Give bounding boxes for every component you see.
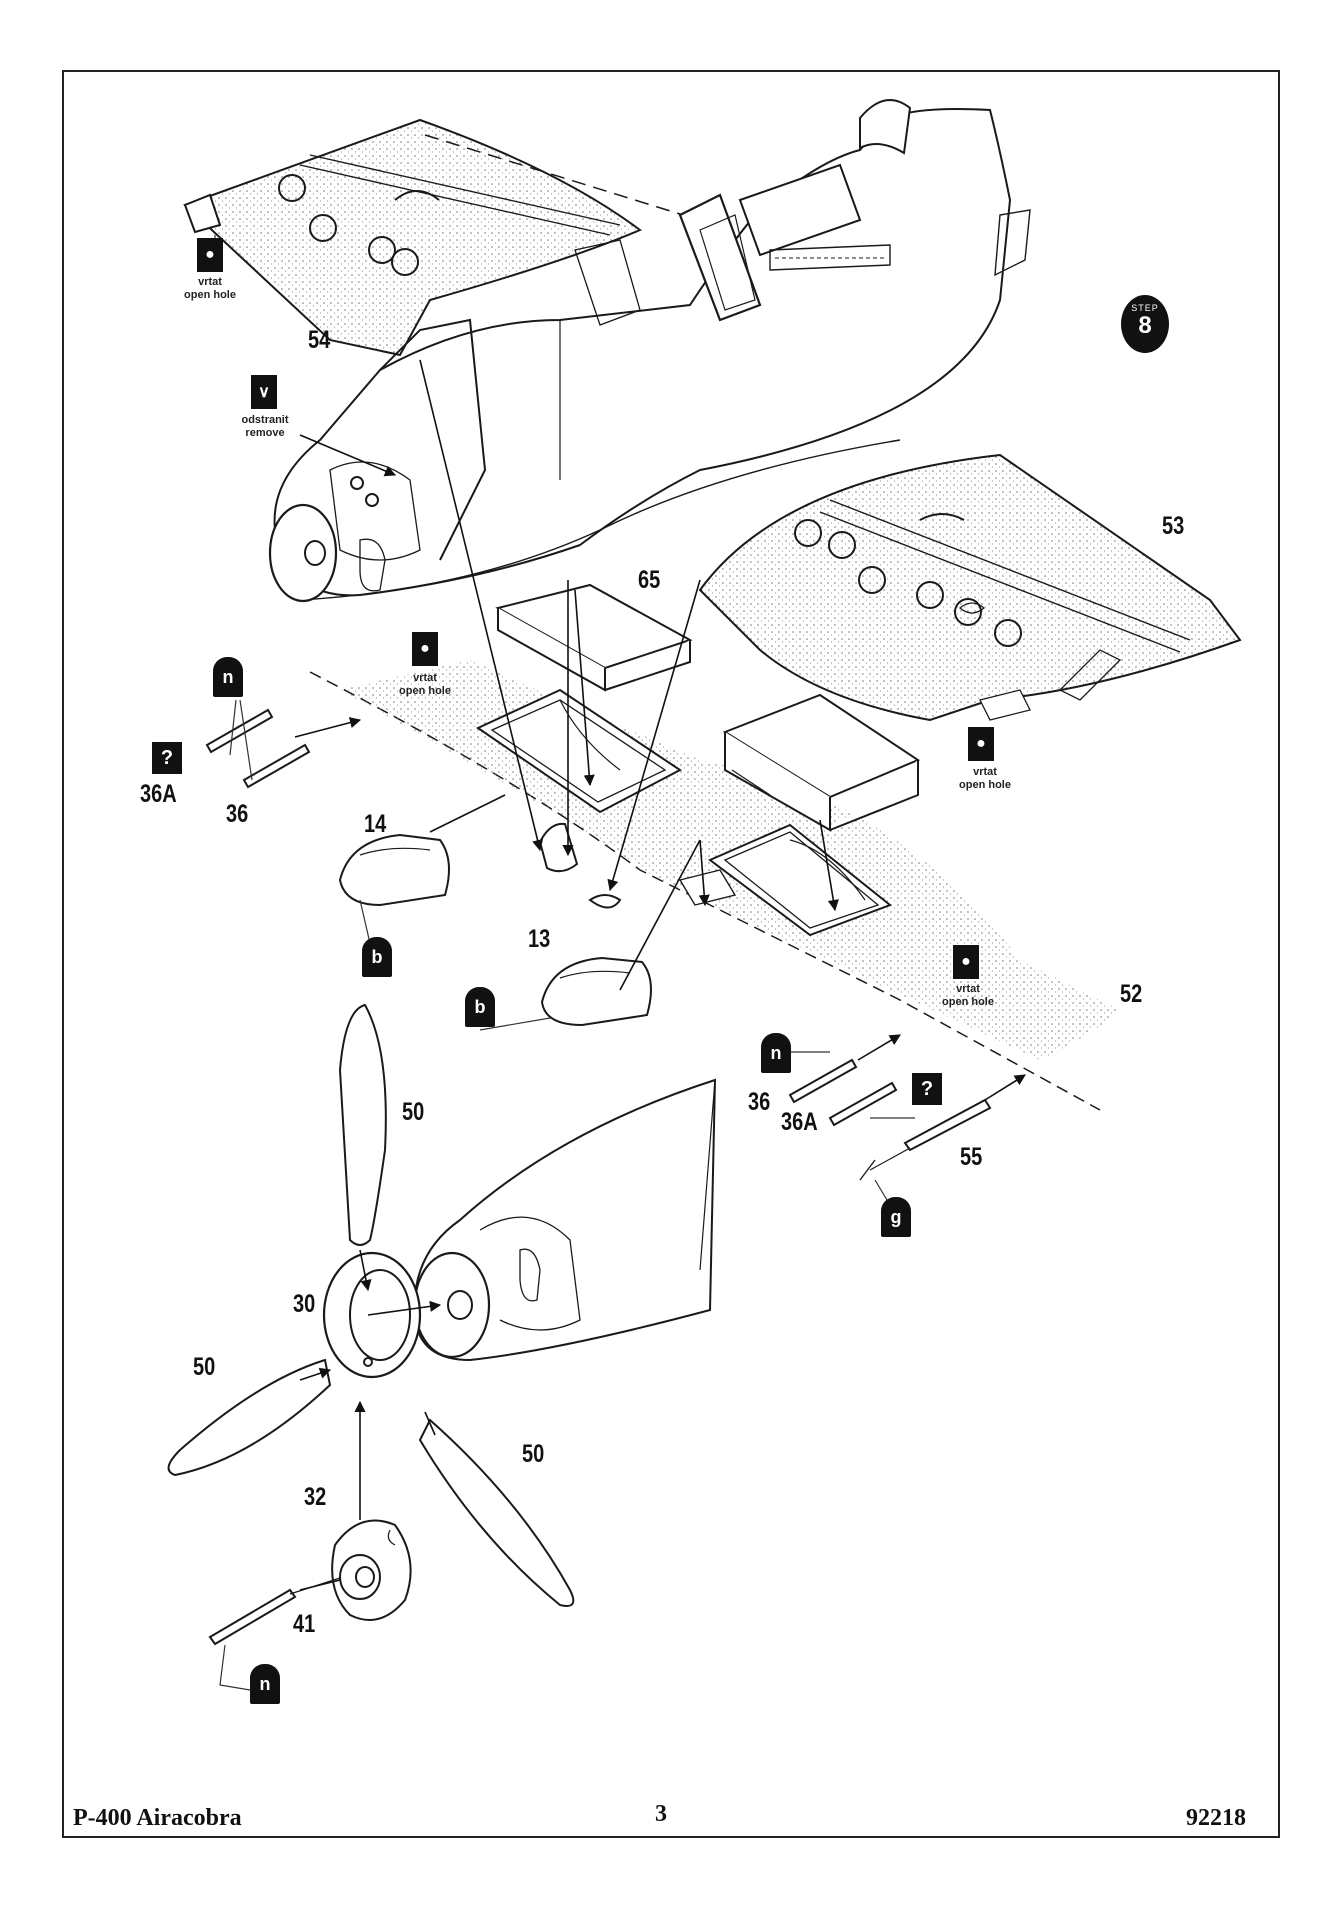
fuselage	[268, 99, 1031, 603]
badge-n: n	[761, 1033, 791, 1073]
note-remove: odstranit remove	[225, 414, 305, 440]
step-number: 8	[1138, 312, 1152, 339]
part-number-54: 54	[308, 326, 331, 354]
part-number-32: 32	[304, 1483, 327, 1511]
part-number-55: 55	[960, 1143, 983, 1171]
footer-kit-code: 92218	[1186, 1805, 1246, 1831]
step-badge: STEP 8	[1121, 295, 1169, 353]
step-label: STEP	[1131, 303, 1159, 313]
note-en: open hole	[942, 996, 994, 1008]
note-open-hole-4: vrtat open hole	[928, 983, 1008, 1009]
part-number-36: 36	[226, 800, 249, 828]
part-number-30: 30	[293, 1290, 316, 1318]
badge-b: b	[362, 937, 392, 977]
drill-icon: ●	[197, 238, 223, 272]
part-number-50: 50	[402, 1098, 425, 1126]
nose-section-lower	[413, 1078, 717, 1362]
drill-icon: ●	[953, 945, 979, 979]
radiator-block-65	[495, 583, 921, 832]
drill-icon: ●	[412, 632, 438, 666]
badge-question: ?	[152, 742, 182, 774]
part-number-65: 65	[638, 566, 661, 594]
part-number-36a: 36A	[140, 780, 177, 808]
part-number-50: 50	[522, 1440, 545, 1468]
part-number-52: 52	[1120, 980, 1143, 1008]
note-en: open hole	[184, 289, 236, 301]
note-cz: vrtat	[198, 276, 222, 288]
note-cz: vrtat	[973, 766, 997, 778]
note-en: open hole	[399, 685, 451, 697]
page-frame	[62, 70, 1280, 1838]
air-scoops	[338, 833, 652, 1027]
part-number-13: 13	[528, 925, 551, 953]
note-open-hole-3: vrtat open hole	[945, 766, 1025, 792]
note-cz: vrtat	[956, 983, 980, 995]
note-cz: odstranit	[241, 414, 289, 426]
note-cz: vrtat	[413, 672, 437, 684]
badge-question: ?	[912, 1073, 942, 1105]
radiator-openings	[475, 688, 892, 937]
part-number-41: 41	[293, 1610, 316, 1638]
note-en: remove	[245, 427, 285, 439]
propeller-assembly	[167, 1003, 575, 1646]
note-en: open hole	[959, 779, 1011, 791]
badge-n: n	[250, 1664, 280, 1704]
drill-icon: ●	[968, 727, 994, 761]
right-wing-part-53	[698, 453, 1242, 722]
part-number-50: 50	[193, 1353, 216, 1381]
part-number-36a: 36A	[781, 1108, 818, 1136]
part-number-14: 14	[364, 810, 387, 838]
remove-icon: ∨	[251, 375, 277, 409]
page-number: 3	[655, 1801, 667, 1827]
note-open-hole-2: vrtat open hole	[385, 672, 465, 698]
part-number-53: 53	[1162, 512, 1185, 540]
badge-b: b	[465, 987, 495, 1027]
left-wing-part-54	[183, 118, 991, 357]
part-number-36: 36	[748, 1088, 771, 1116]
footer-model-name: P-400 Airacobra	[73, 1805, 242, 1831]
note-open-hole-1: vrtat open hole	[170, 276, 250, 302]
wing-guns	[205, 708, 992, 1181]
badge-g: g	[881, 1197, 911, 1237]
badge-n: n	[213, 657, 243, 697]
